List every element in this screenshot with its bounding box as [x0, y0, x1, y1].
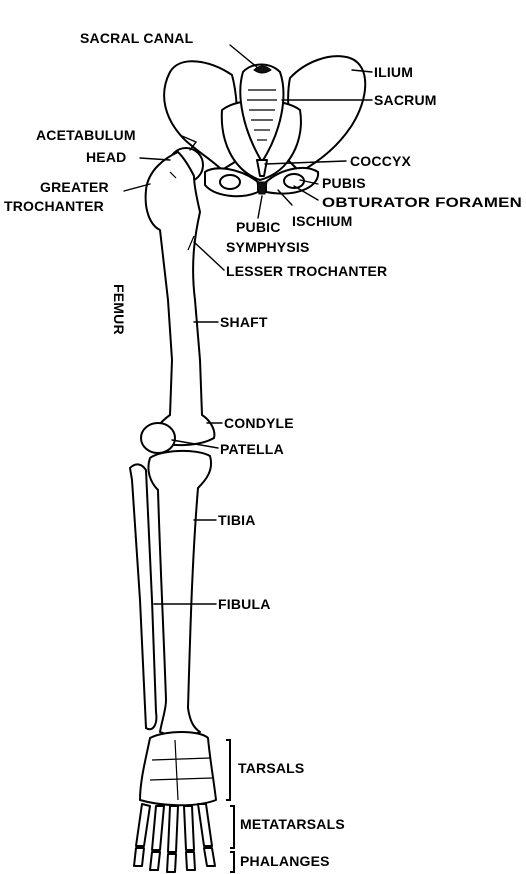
leader-pubis: [299, 179, 319, 185]
label-sacrum: SACRUM: [374, 92, 437, 108]
tarsal-divisions: [149, 739, 213, 801]
label-acetabulum: ACETABULUM: [36, 127, 136, 143]
leader-greater-trochanter: [123, 183, 151, 192]
leader-pubic-symphysis: [257, 195, 263, 219]
leader-patella: [171, 439, 219, 449]
label-metatarsals: METATARSALS: [240, 816, 345, 832]
label-phalanges: PHALANGES: [240, 853, 330, 869]
lower-leg-bones: [129, 449, 212, 737]
label-ischium: ISCHIUM: [292, 213, 353, 229]
fibula-bone: [129, 463, 158, 731]
label-obturator-foramen: OBTURATOR FORAMEN: [322, 194, 522, 210]
sacrum-bone: [239, 63, 285, 163]
label-ilium: ILIUM: [374, 64, 413, 80]
label-coccyx: COCCYX: [350, 153, 412, 169]
patella-bone: [140, 422, 176, 454]
phalanges-bracket: [230, 851, 235, 873]
tarsal-bones: [139, 731, 217, 807]
label-greater-trochanter-line1: GREATER: [40, 179, 109, 195]
pelvis: [163, 55, 367, 198]
brackets: [226, 739, 235, 873]
greater-trochanter-mark: [169, 171, 177, 179]
leader-obturator: [293, 185, 319, 201]
label-lesser-trochanter: LESSER TROCHANTER: [226, 263, 387, 279]
label-condyle: CONDYLE: [224, 415, 294, 431]
metatarsal-bones: [135, 803, 213, 853]
leader-sacral-canal: [229, 44, 259, 69]
leader-head: [139, 157, 171, 161]
label-greater-trochanter-line2: TROCHANTER: [4, 198, 104, 214]
left-obturator-foramen: [219, 174, 241, 190]
leader-coccyx: [264, 160, 347, 165]
femur-outline: [144, 151, 216, 447]
label-head: HEAD: [86, 149, 126, 165]
label-pubis: PUBIS: [322, 175, 366, 191]
label-femur: FEMUR: [111, 284, 127, 335]
label-tarsals: TARSALS: [238, 760, 304, 776]
tarsals-bracket: [226, 739, 231, 801]
label-pubic-symphysis-line2: SYMPHYSIS: [226, 239, 310, 255]
leader-acetabulum: [181, 135, 198, 151]
foot-bones: [133, 731, 217, 873]
phalanx-bones: [133, 847, 216, 873]
pubic-symphysis-joint: [256, 181, 268, 195]
leader-ilium: [351, 69, 373, 73]
labels: SACRAL CANAL ILIUM SACRUM ACETABULUM HEA…: [4, 30, 522, 869]
tibia-bone: [147, 449, 212, 737]
label-sacral-canal: SACRAL CANAL: [80, 30, 194, 46]
femur-bone: [144, 147, 216, 447]
leader-lesser-trochanter: [193, 241, 225, 271]
label-tibia: TIBIA: [218, 512, 256, 528]
leader-ischium: [277, 189, 293, 206]
label-shaft: SHAFT: [220, 314, 268, 330]
leader-lines: [123, 44, 373, 605]
metatarsals-bracket: [230, 805, 235, 849]
label-pubic-symphysis-line1: PUBIC: [236, 219, 281, 235]
sacrum-ridges: [247, 89, 277, 141]
label-fibula: FIBULA: [218, 596, 271, 612]
lesser-trochanter-mark: [187, 235, 195, 251]
label-patella: PATELLA: [220, 441, 284, 457]
